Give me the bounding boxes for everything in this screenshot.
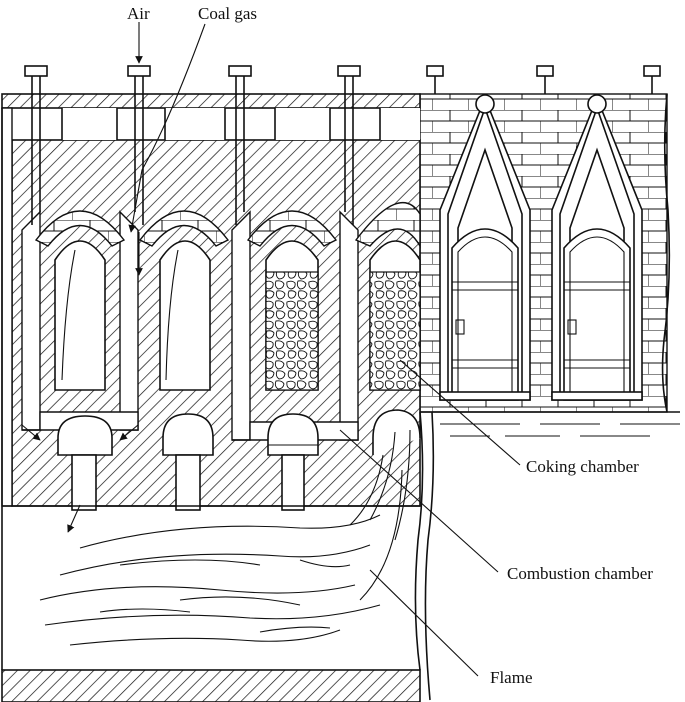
flame-label: Flame [490,668,533,687]
coking-chamber-label: Coking chamber [526,457,639,476]
arch-4 [354,202,421,249]
coking-chamber-4 [369,240,421,391]
coking-chamber-3 [265,240,319,391]
coking-chamber-1 [54,240,106,391]
oven-door-2 [551,94,643,401]
coal-gas-label: Coal gas [198,4,258,23]
arch-1 [34,210,126,247]
leader-lines [128,22,521,677]
gas-pipes [24,65,361,225]
flame [39,429,411,646]
burners [57,409,421,511]
brick-facade [419,65,680,437]
coking-chamber-2 [159,240,211,391]
air-label: Air [127,4,150,23]
arch-3 [246,210,338,247]
oven-cross-section [1,65,421,533]
flue-space [1,108,435,702]
oven-door-1 [439,94,531,401]
arch-2 [138,210,230,247]
combustion-chamber-label: Combustion chamber [507,564,653,583]
